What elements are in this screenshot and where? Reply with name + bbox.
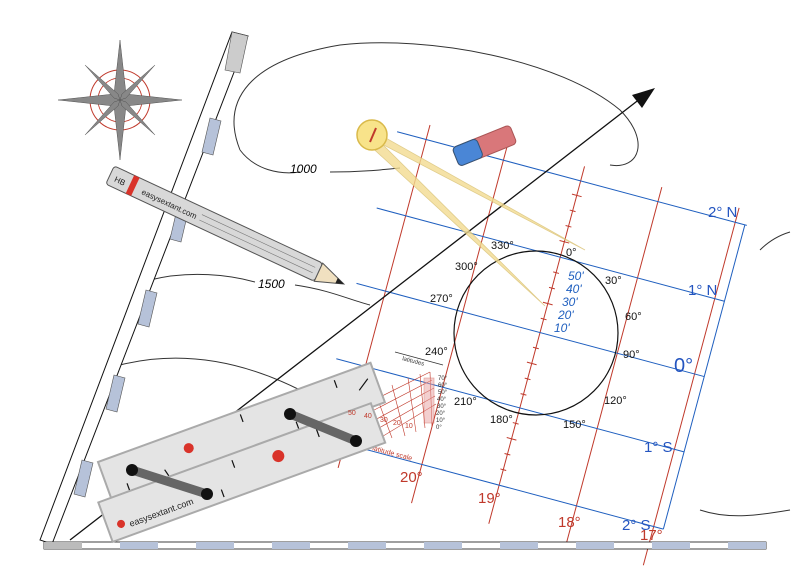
- bearing-labels: 0° 30° 60° 90° 120° 150° 180° 210° 240° …: [425, 240, 642, 431]
- chart-grid: [315, 124, 747, 566]
- minute-label: 40': [566, 282, 582, 296]
- scale-bottom: 50: [348, 410, 356, 417]
- latitude-label: 2° N: [708, 204, 737, 221]
- contour-label: 1500: [258, 277, 285, 291]
- arrowhead-icon: [632, 88, 655, 108]
- distance-circle: [453, 250, 619, 416]
- scale-value: 20°: [436, 411, 446, 417]
- contour-label: 1000: [290, 162, 317, 176]
- scale-value: 50°: [438, 390, 448, 396]
- scale-value: 30°: [437, 404, 447, 410]
- scale-bottom: 20: [393, 420, 401, 427]
- latitude-label: 0°: [674, 355, 693, 377]
- scale-value: 60°: [438, 383, 448, 389]
- bearing-label: 240°: [425, 346, 448, 358]
- longitude-label: 20°: [400, 469, 423, 486]
- pencil-grade: HB: [113, 175, 127, 188]
- scale-value: 40°: [437, 397, 447, 403]
- bearing-label: 270°: [430, 293, 453, 305]
- bearing-label: 180°: [490, 414, 513, 426]
- latitude-label: 1° S: [644, 439, 673, 456]
- scale-bottom: 40: [364, 413, 372, 420]
- contour-line-1000b: [239, 149, 401, 174]
- eraser[interactable]: [452, 125, 517, 167]
- scale-value: 70°: [438, 376, 448, 382]
- bearing-label: 60°: [625, 311, 642, 323]
- bottom-ruler[interactable]: [43, 541, 767, 550]
- bearing-label: 300°: [455, 261, 478, 273]
- scale-footer: latitude scale: [371, 445, 412, 462]
- bearing-label: 150°: [563, 419, 586, 431]
- scale-value: 10°: [436, 418, 446, 424]
- longitude-label: 19°: [478, 490, 501, 507]
- parallel-ruler[interactable]: easysextant.com: [96, 361, 387, 544]
- latitude-scale-bottom-labels: 50 40 30 20 10: [348, 410, 413, 430]
- longitude-labels: 20° 19° 18° 17°: [400, 469, 663, 544]
- contour-line-1500: [149, 273, 371, 306]
- scale-bottom: 10: [405, 423, 413, 430]
- contour-line-1000: [233, 42, 639, 167]
- scale-bottom: 30: [380, 417, 388, 424]
- bearing-label: 210°: [454, 396, 477, 408]
- minute-labels: 50' 40' 30' 20' 10': [554, 269, 584, 335]
- minute-label: 30': [562, 295, 578, 309]
- bearing-label: 120°: [604, 395, 627, 407]
- contour-line-edge: [699, 231, 791, 517]
- scale-value: 0°: [436, 425, 442, 431]
- latitude-label: 1° N: [688, 282, 717, 299]
- latitude-scale-title: latitudes: [401, 356, 424, 368]
- bearing-label: 330°: [491, 240, 514, 252]
- bearing-label: 90°: [623, 349, 640, 361]
- longitude-label: 17°: [640, 527, 663, 544]
- bearing-label: 0°: [566, 247, 577, 259]
- latitude-labels: 2° N 1° N 0° 1° S 2° S: [622, 204, 737, 534]
- compass-rose-icon: [57, 39, 183, 161]
- minute-label: 50': [568, 269, 584, 283]
- minute-label: 20': [557, 308, 574, 322]
- bearing-label: 30°: [605, 275, 622, 287]
- dividers[interactable]: [356, 119, 586, 307]
- latitude-label: 2° S: [622, 517, 651, 534]
- minute-label: 10': [554, 321, 570, 335]
- longitude-label: 18°: [558, 514, 581, 531]
- contour-line-2000: [119, 357, 301, 391]
